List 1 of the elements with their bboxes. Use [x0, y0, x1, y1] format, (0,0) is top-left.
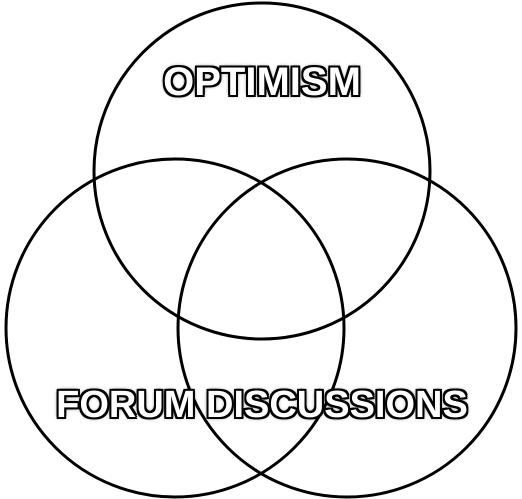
circle-label: OPTIMISM — [163, 62, 361, 102]
